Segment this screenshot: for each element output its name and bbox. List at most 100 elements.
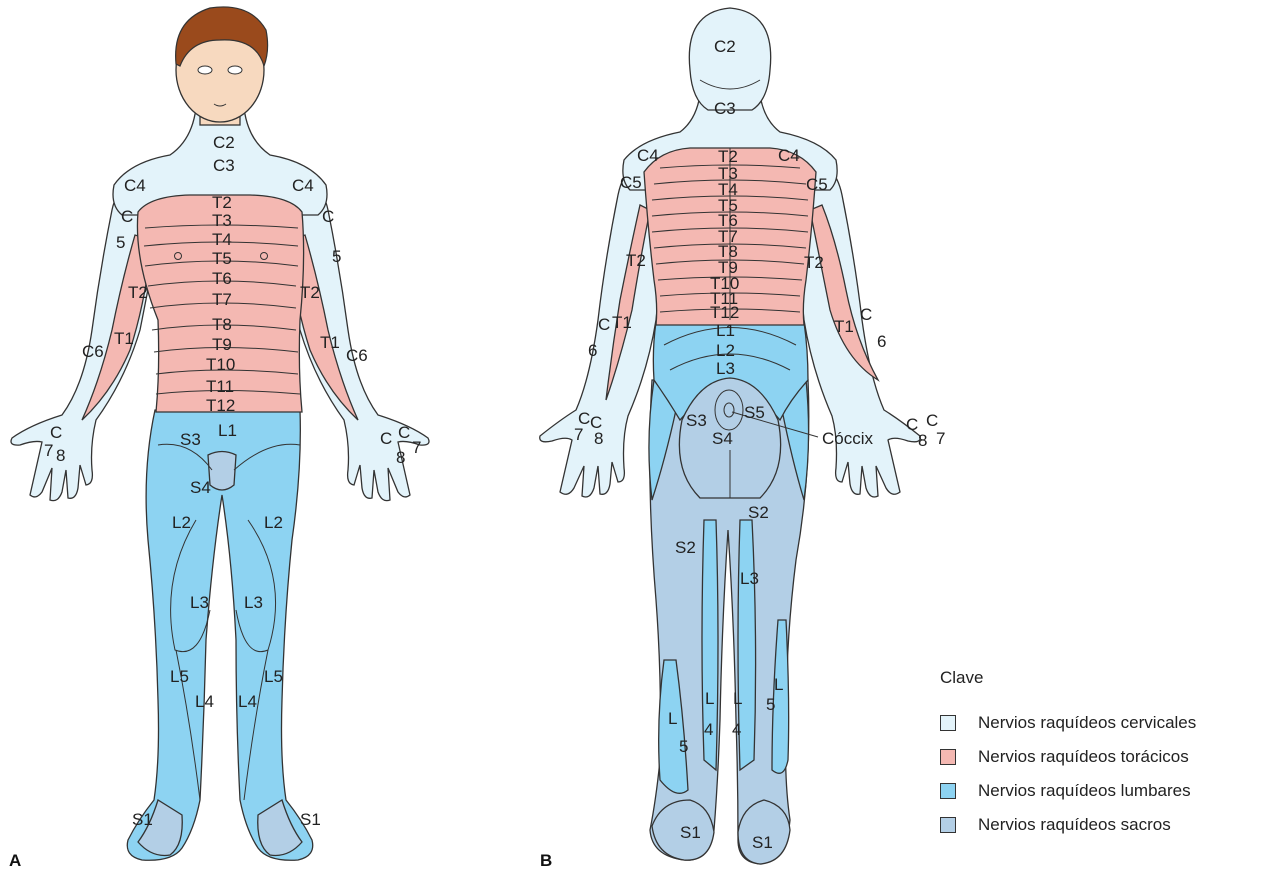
post-label: L bbox=[668, 709, 677, 728]
plate-b-label: B bbox=[540, 851, 552, 870]
ant-label: T4 bbox=[212, 230, 232, 249]
posterior-head bbox=[689, 8, 770, 110]
ant-label: T5 bbox=[212, 249, 232, 268]
post-label: C bbox=[598, 315, 610, 334]
legend-label-thoracic: Nervios raquídeos torácicos bbox=[978, 747, 1189, 767]
ant-label: S1 bbox=[300, 810, 321, 829]
ant-label: L1 bbox=[218, 421, 237, 440]
post-label: C3 bbox=[714, 99, 736, 118]
ant-label: T1 bbox=[114, 329, 134, 348]
plate-a-label: A bbox=[9, 851, 21, 870]
ant-label: T8 bbox=[212, 315, 232, 334]
ant-label: L3 bbox=[190, 593, 209, 612]
ant-label: T10 bbox=[206, 355, 235, 374]
ant-label: C3 bbox=[213, 156, 235, 175]
post-label: L1 bbox=[716, 321, 735, 340]
ant-label: 5 bbox=[332, 247, 341, 266]
post-label: T2 bbox=[626, 251, 646, 270]
ant-label: L2 bbox=[264, 513, 283, 532]
legend-swatch-cervical bbox=[940, 715, 956, 731]
post-label: T12 bbox=[710, 303, 739, 322]
ant-label: S4 bbox=[190, 478, 211, 497]
post-label: 7 bbox=[936, 429, 945, 448]
post-label: 5 bbox=[766, 695, 775, 714]
ant-label: C bbox=[380, 429, 392, 448]
ant-label: C2 bbox=[213, 133, 235, 152]
post-label: C bbox=[860, 305, 872, 324]
ant-label: S1 bbox=[132, 810, 153, 829]
ant-label: 7 bbox=[44, 441, 53, 460]
ant-label: C4 bbox=[292, 176, 314, 195]
ant-label: T12 bbox=[206, 396, 235, 415]
post-label: C2 bbox=[714, 37, 736, 56]
legend-swatch-sacral bbox=[940, 817, 956, 833]
ant-label: L4 bbox=[238, 692, 257, 711]
post-label: S2 bbox=[675, 538, 696, 557]
post-label: 7 bbox=[574, 425, 583, 444]
legend-swatch-lumbar bbox=[940, 783, 956, 799]
ant-label: L5 bbox=[264, 667, 283, 686]
post-label: L bbox=[774, 675, 783, 694]
post-label: C4 bbox=[637, 146, 659, 165]
post-label: S1 bbox=[680, 823, 701, 842]
post-label: C5 bbox=[806, 175, 828, 194]
ant-label: 5 bbox=[116, 233, 125, 252]
post-label: C bbox=[926, 411, 938, 430]
post-label: 8 bbox=[918, 431, 927, 450]
post-label: L bbox=[733, 689, 742, 708]
ant-label: T6 bbox=[212, 269, 232, 288]
ant-label: L4 bbox=[195, 692, 214, 711]
post-label: 6 bbox=[588, 341, 597, 360]
post-label: C5 bbox=[620, 173, 642, 192]
ant-label: T9 bbox=[212, 335, 232, 354]
legend-title: Clave bbox=[940, 668, 1265, 688]
ant-label: C bbox=[121, 207, 133, 226]
ant-label: L3 bbox=[244, 593, 263, 612]
legend-item-sacral: Nervios raquídeos sacros bbox=[940, 812, 1265, 838]
post-label: L2 bbox=[716, 341, 735, 360]
post-label: L3 bbox=[716, 359, 735, 378]
post-label: 4 bbox=[732, 720, 741, 739]
ant-label: T2 bbox=[300, 283, 320, 302]
ant-label: T11 bbox=[206, 377, 234, 396]
legend-swatch-thoracic bbox=[940, 749, 956, 765]
legend-label-sacral: Nervios raquídeos sacros bbox=[978, 815, 1171, 835]
coccyx-callout: Cóccix bbox=[822, 429, 874, 448]
ant-label: S3 bbox=[180, 430, 201, 449]
ant-label: C6 bbox=[82, 342, 104, 361]
ant-label: 8 bbox=[396, 448, 405, 467]
ant-label: T3 bbox=[212, 211, 232, 230]
ant-label: T1 bbox=[320, 333, 340, 352]
legend-label-lumbar: Nervios raquídeos lumbares bbox=[978, 781, 1191, 801]
post-label: S1 bbox=[752, 833, 773, 852]
post-label: L bbox=[705, 689, 714, 708]
post-label: 6 bbox=[877, 332, 886, 351]
anterior-genital-sacral bbox=[208, 452, 236, 491]
post-label: S2 bbox=[748, 503, 769, 522]
ant-label: L2 bbox=[172, 513, 191, 532]
post-label: S3 bbox=[686, 411, 707, 430]
post-label: T1 bbox=[612, 313, 632, 332]
post-label: 5 bbox=[679, 737, 688, 756]
ant-label: C bbox=[50, 423, 62, 442]
post-label: S4 bbox=[712, 429, 733, 448]
legend-item-lumbar: Nervios raquídeos lumbares bbox=[940, 778, 1265, 804]
post-label: T1 bbox=[834, 317, 854, 336]
post-label: C bbox=[906, 415, 918, 434]
ant-label: T2 bbox=[212, 193, 232, 212]
ant-label: L5 bbox=[170, 667, 189, 686]
post-label: L3 bbox=[740, 569, 759, 588]
legend-label-cervical: Nervios raquídeos cervicales bbox=[978, 713, 1196, 733]
legend-item-cervical: Nervios raquídeos cervicales bbox=[940, 710, 1265, 736]
ant-label: C bbox=[398, 423, 410, 442]
legend-item-thoracic: Nervios raquídeos torácicos bbox=[940, 744, 1265, 770]
post-label: T2 bbox=[804, 253, 824, 272]
post-label: 8 bbox=[594, 429, 603, 448]
ant-label: 8 bbox=[56, 446, 65, 465]
post-label: S5 bbox=[744, 403, 765, 422]
ant-label: C6 bbox=[346, 346, 368, 365]
ant-label: T7 bbox=[212, 290, 232, 309]
post-label: C4 bbox=[778, 146, 800, 165]
ant-label: C bbox=[322, 207, 334, 226]
ant-label: C4 bbox=[124, 176, 146, 195]
